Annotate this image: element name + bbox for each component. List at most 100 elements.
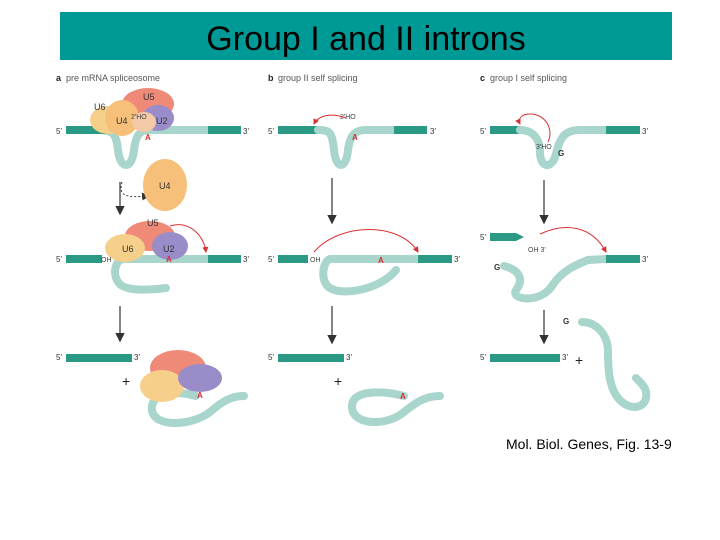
u5-label: U5 [147, 218, 159, 228]
u2-label: U2 [156, 116, 168, 126]
three-prime-label: 3' [454, 255, 460, 264]
five-prime-label: 5' [56, 127, 62, 136]
exon-1 [490, 126, 520, 134]
three-prime-label: 3' [642, 255, 648, 264]
exon-1 [490, 233, 524, 241]
three-prime-label: 3' [642, 127, 648, 136]
intron-loop [314, 126, 398, 169]
three-prime-label: 3' [243, 127, 249, 136]
exon-1 [278, 126, 318, 134]
three-prime-label: 3' [243, 255, 249, 264]
panel-a-row1: 5' 3' U5 U6 U4 U2 2'HO A [56, 88, 249, 169]
panel-b-label: group II self splicing [278, 73, 358, 83]
u5-label: U5 [143, 92, 155, 102]
title-bar: Group I and II introns [60, 12, 672, 60]
ligated-exons [278, 354, 344, 362]
five-prime-label: 5' [268, 353, 274, 362]
u4-label: U4 [116, 116, 128, 126]
red-attack-arrow [169, 224, 209, 253]
released-u4-label: U4 [159, 181, 171, 191]
branch-a: A [197, 391, 203, 400]
exon-2 [394, 126, 427, 134]
panel-b-row3: 5' 3' + A [268, 353, 444, 427]
panel-c-row2: 5' OH 3' G 3' [480, 227, 648, 345]
red-attack-arrow [515, 113, 551, 143]
panel-b-row1: 5' 3' 2'HO A [268, 114, 436, 225]
oh2-label: 2'HO [340, 114, 356, 121]
u4-snrnp [105, 100, 139, 136]
five-prime-label: 5' [480, 353, 486, 362]
excised-lariat [348, 388, 444, 427]
exon-1 [66, 126, 106, 134]
panel-a-u4-release: U4 [115, 159, 187, 216]
intron-lariat [319, 255, 422, 296]
panel-c-header: c group I self splicing [480, 73, 567, 83]
five-prime-label: 5' [268, 255, 274, 264]
red-attack-arrow [313, 229, 419, 253]
branch-a: A [378, 256, 384, 265]
u2-snrnp [178, 364, 222, 392]
panel-a-row3: 5' 3' + A [56, 350, 248, 427]
panel-c-letter: c [480, 73, 485, 83]
exon-2 [208, 255, 241, 263]
plus-sign: + [334, 373, 342, 389]
exon-1 [278, 255, 308, 263]
panel-c-row1: 5' 3' 3'HO G [480, 113, 648, 225]
intron-fold [500, 255, 610, 303]
u6-label: U6 [94, 102, 106, 112]
panel-a-header: a pre mRNA spliceosome [56, 73, 160, 83]
five-prime-label: 5' [56, 255, 62, 264]
ligated-exons [66, 354, 132, 362]
three-prime-label: 3' [134, 353, 140, 362]
exon-2 [208, 126, 241, 134]
intron-lariat [111, 255, 212, 294]
exon-2 [606, 126, 640, 134]
five-prime-label: 5' [56, 353, 62, 362]
oh3-label: OH 3' [528, 247, 546, 254]
three-prime-label: 3' [346, 353, 352, 362]
plus-sign: + [122, 373, 130, 389]
panel-b-header: b group II self splicing [268, 73, 358, 83]
branch-a: A [166, 255, 172, 264]
five-prime-label: 5' [480, 233, 486, 242]
branch-a: A [400, 392, 406, 401]
oh-label: OH [101, 257, 112, 264]
panel-a-row2: 5' 3' U5 U6 U2 OH A [56, 218, 249, 343]
released-u4 [143, 159, 187, 211]
panel-c-label: group I self splicing [490, 73, 567, 83]
exon-1 [66, 255, 102, 263]
intron-fold [516, 126, 610, 169]
five-prime-label: 5' [480, 127, 486, 136]
panel-a-label: pre mRNA spliceosome [66, 73, 160, 83]
red-attack-arrow [313, 114, 347, 125]
five-prime-label: 5' [268, 127, 274, 136]
guanosine-label: G [494, 263, 500, 272]
intron-loop [92, 126, 212, 169]
three-prime-label: 3' [430, 127, 436, 136]
panel-c-row3: 5' 3' + G [480, 317, 651, 411]
ligated-exons [490, 354, 560, 362]
guanosine-label: G [558, 149, 564, 158]
u6-snrnp [105, 234, 145, 262]
branch-a: A [352, 133, 358, 142]
page-title: Group I and II introns [206, 19, 526, 58]
panel-b-letter: b [268, 73, 274, 83]
oh3-label: 3'HO [536, 144, 552, 151]
branch-a: A [145, 133, 151, 142]
oh2-label: 2'HO [131, 114, 147, 121]
u2-snrnp [152, 232, 188, 260]
exon-2 [418, 255, 452, 263]
excised-intron [578, 318, 651, 411]
u2-label: U2 [163, 244, 175, 254]
u6-snrnp [140, 370, 184, 402]
plus-sign: + [575, 352, 583, 368]
oh-label: OH [310, 257, 321, 264]
red-attack-arrow [539, 227, 607, 253]
panel-b-row2: 5' OH 3' A [268, 229, 460, 345]
three-prime-label: 3' [562, 353, 568, 362]
u1-snrnp [132, 112, 156, 132]
exon-2 [606, 255, 640, 263]
panel-a-letter: a [56, 73, 62, 83]
figure-caption: Mol. Biol. Genes, Fig. 13-9 [506, 436, 672, 452]
